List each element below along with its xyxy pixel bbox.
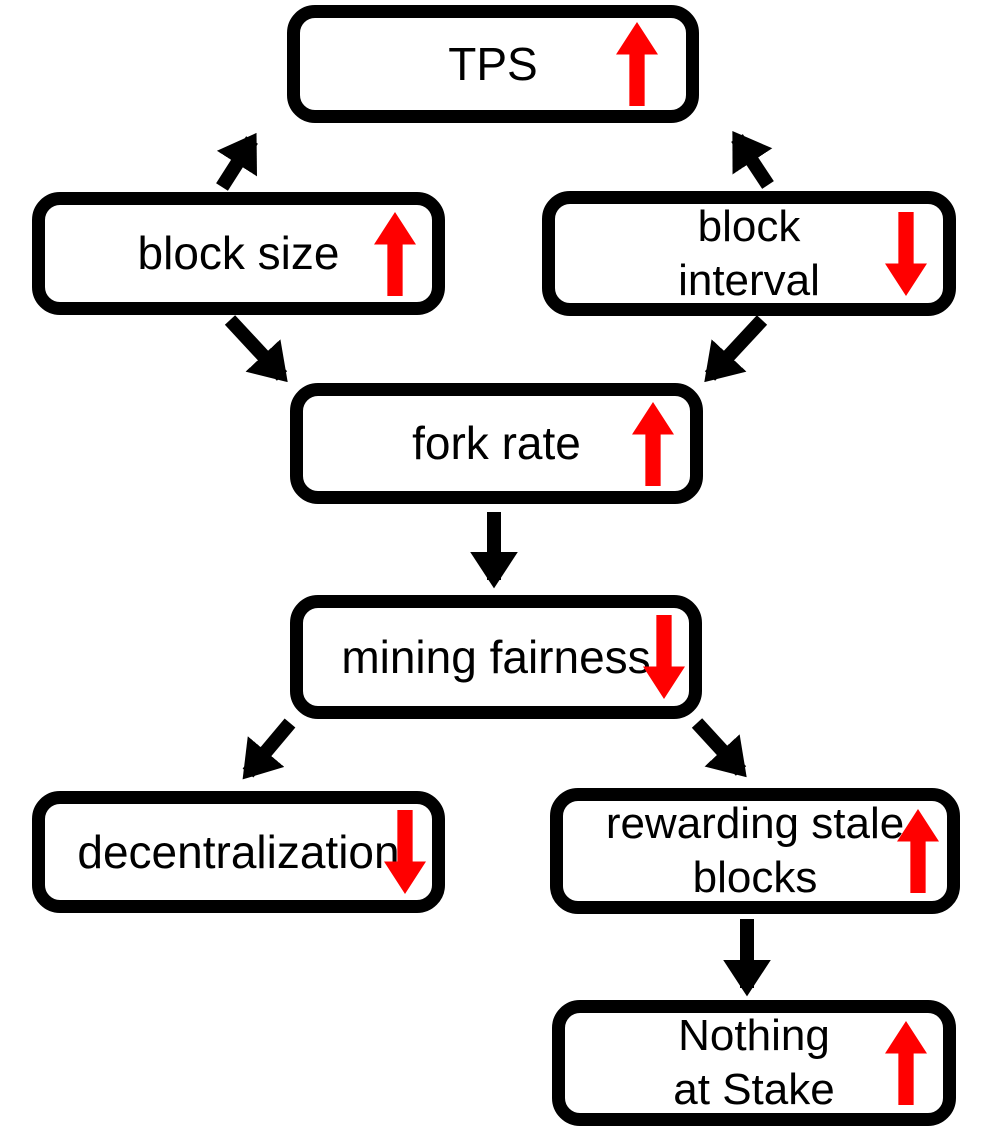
- node-block-interval: block interval: [542, 191, 956, 316]
- node-block-interval-text-line1: block: [697, 201, 801, 251]
- edge-mining_fairness-to-rewarding_stale_blocks: [691, 718, 747, 778]
- edge-block_interval-to-tps: [731, 130, 774, 189]
- node-fork-rate-text: fork rate: [412, 417, 581, 470]
- node-block-size-text: block size: [137, 227, 340, 280]
- trend-up-arrow-icon: [632, 401, 674, 486]
- node-tps: TPS: [287, 5, 699, 123]
- node-nothing-at-stake-text-line1: Nothing: [678, 1011, 830, 1061]
- edge-block_size-to-fork_rate: [224, 315, 288, 383]
- node-tps-text: TPS: [448, 37, 538, 90]
- node-mining-fairness: mining fairness: [290, 595, 702, 719]
- node-fork-rate-label: fork rate: [412, 415, 581, 471]
- node-nothing-at-stake-label: Nothing at Stake: [673, 1009, 834, 1116]
- node-rewarding-stale-blocks-text-line1: rewarding stale: [605, 799, 905, 849]
- node-decentralization: decentralization: [32, 791, 445, 913]
- node-block-interval-label: block interval: [678, 200, 820, 307]
- node-block-size-label: block size: [138, 225, 340, 281]
- trend-down-arrow-icon: [885, 211, 927, 296]
- node-block-interval-text-line2: interval: [678, 255, 820, 305]
- trend-up-arrow-icon: [885, 1021, 927, 1105]
- trend-up-arrow-icon: [616, 22, 658, 106]
- trend-down-arrow-icon: [384, 810, 426, 894]
- node-nothing-at-stake-text-line2: at Stake: [673, 1065, 835, 1114]
- node-decentralization-label: decentralization: [77, 824, 399, 880]
- node-block-size: block size: [32, 192, 445, 315]
- edge-mining_fairness-to-decentralization: [242, 718, 296, 780]
- trend-up-arrow-icon: [897, 809, 939, 893]
- edge-block_size-to-tps: [216, 132, 258, 191]
- node-nothing-at-stake: Nothing at Stake: [552, 1000, 956, 1126]
- node-mining-fairness-text: mining fairness: [341, 630, 651, 683]
- trend-up-arrow-icon: [374, 211, 416, 296]
- node-rewarding-stale-blocks-text-line2: blocks: [692, 853, 818, 902]
- edge-block_interval-to-fork_rate: [704, 315, 768, 383]
- node-fork-rate: fork rate: [290, 383, 703, 504]
- node-tps-label: TPS: [448, 36, 537, 92]
- trend-down-arrow-icon: [643, 615, 685, 699]
- node-mining-fairness-label: mining fairness: [341, 629, 650, 685]
- node-decentralization-text: decentralization: [77, 825, 400, 878]
- node-rewarding-stale-blocks: rewarding stale blocks: [550, 788, 960, 914]
- node-rewarding-stale-blocks-label: rewarding stale blocks: [606, 797, 904, 904]
